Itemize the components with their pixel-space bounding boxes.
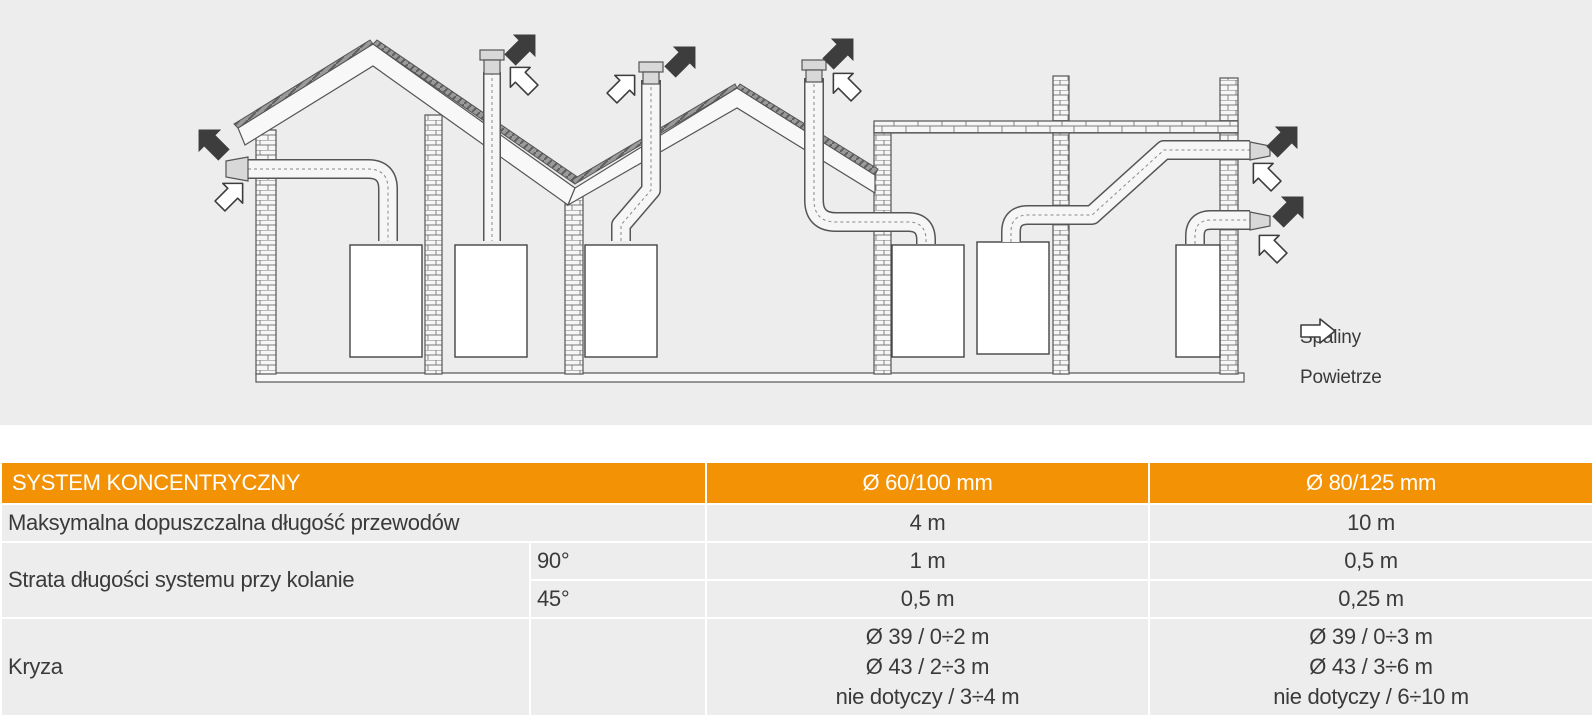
exhaust-arrows [198,34,1304,228]
floor-slab [255,372,1245,383]
terminal-3-cap [638,61,664,73]
table-row-max-length: Maksymalna dopuszczalna długość przewodó… [0,503,1592,543]
elbow-45-col1: 0,5 m [705,579,1150,619]
kryza-col1-line: nie dotyczy / 3÷4 m [835,684,1020,709]
air-arrow-3 [606,74,636,104]
legend-item-air: Powietrze [1300,318,1382,398]
elbow-90-col1: 1 m [705,541,1150,581]
air-arrow-4 [832,72,862,102]
air-arrow-icon [1300,318,1336,344]
header-col-80-125: Ø 80/125 mm [1148,461,1592,505]
exhaust-arrow-4 [822,38,854,70]
air-arrow-1 [214,182,244,212]
header-system: SYSTEM KONCENTRYCZNY [0,461,707,505]
flat-roof-beam [873,120,1239,134]
kryza-col1: Ø 39 / 0÷2 m Ø 43 / 2÷3 m nie dotyczy / … [705,617,1150,717]
boiler-6 [1175,244,1221,358]
elbow-90-label: 90° [529,541,707,581]
kryza-label: Kryza [0,617,531,717]
elbow-45-label: 45° [529,579,707,619]
kryza-empty-cell [529,617,707,717]
exhaust-arrow-5 [1266,126,1298,158]
boiler-4 [891,244,965,358]
terminal-2-cap [479,49,505,61]
terminal-1 [225,156,249,182]
kryza-col2-line: nie dotyczy / 6÷10 m [1273,684,1469,709]
legend: Spaliny Powietrze [1300,318,1382,398]
exhaust-arrow-1 [198,129,230,161]
terminal-6 [1249,211,1271,231]
exhaust-arrow-6 [1272,196,1304,228]
legend-air-label: Powietrze [1300,367,1382,388]
table-row-elbow-90: Strata długości systemu przy kolanie 90°… [0,541,1592,619]
flue-diagram: Spaliny Powietrze [0,0,1592,425]
pitched-roof-2 [566,83,879,207]
kryza-col2-line: Ø 39 / 0÷3 m [1309,624,1433,649]
table-header-row: SYSTEM KONCENTRYCZNY Ø 60/100 mm Ø 80/12… [0,461,1592,505]
header-col-60-100: Ø 60/100 mm [705,461,1150,505]
flue-pipes [248,72,1250,250]
flue-terminals [225,49,1271,231]
max-length-label: Maksymalna dopuszczalna długość przewodó… [0,503,707,543]
terminal-4-cap [801,59,827,71]
elbow-loss-label: Strata długości systemu przy kolanie [0,541,531,619]
pitched-roof-1 [233,39,580,206]
air-arrow-2 [509,66,539,96]
kryza-col1-line: Ø 39 / 0÷2 m [865,624,990,649]
max-length-col1: 4 m [705,503,1150,543]
wall-2 [424,114,443,375]
exhaust-arrow-3 [664,46,696,78]
kryza-col2-line: Ø 43 / 3÷6 m [1309,654,1433,679]
kryza-col2: Ø 39 / 0÷3 m Ø 43 / 3÷6 m nie dotyczy / … [1148,617,1592,717]
spec-table: SYSTEM KONCENTRYCZNY Ø 60/100 mm Ø 80/12… [0,461,1592,717]
exhaust-arrow-2 [504,34,536,66]
terminal-5 [1249,141,1271,161]
kryza-col1-line: Ø 43 / 2÷3 m [865,654,990,679]
flue-installation-illustration [198,34,1304,383]
elbow-45-col2: 0,25 m [1148,579,1592,619]
max-length-col2: 10 m [1148,503,1592,543]
air-arrow-6 [1258,234,1288,264]
table-row-elbow-45: 45° 0,5 m 0,25 m [1,579,1592,619]
boiler-3 [584,244,658,358]
boiler-1 [349,244,423,358]
boiler-5 [976,241,1050,355]
wall-3 [564,194,584,375]
air-arrow-5 [1252,162,1282,192]
air-arrows [214,66,1288,264]
boiler-2 [454,244,528,358]
elbow-90-col2: 0,5 m [1148,541,1592,581]
table-row-kryza: Kryza Ø 39 / 0÷2 m Ø 43 / 2÷3 m nie doty… [0,617,1592,717]
wall-4 [873,125,892,375]
